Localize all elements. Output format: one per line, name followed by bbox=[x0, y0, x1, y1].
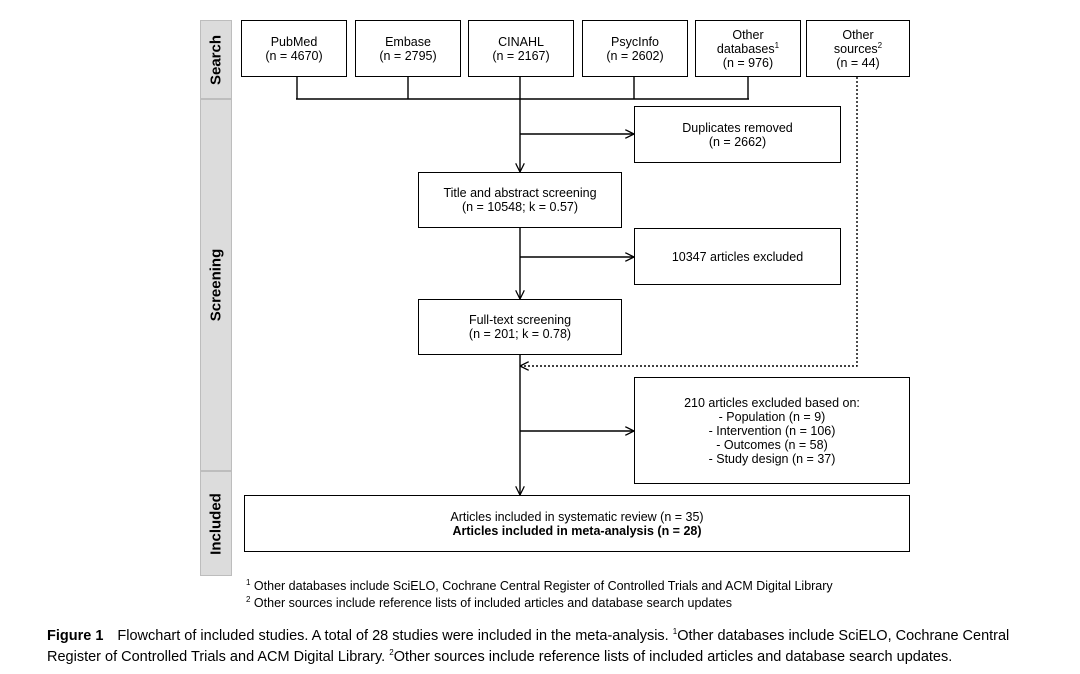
source-psycinfo-count: (n = 2602) bbox=[606, 48, 664, 63]
source-other-databases-box: Other databases1 (n = 976) bbox=[695, 20, 801, 77]
duplicates-removed-label: Duplicates removed bbox=[682, 120, 793, 135]
excluded-outcomes: - Outcomes (n = 58) bbox=[716, 437, 828, 452]
duplicates-removed-box: Duplicates removed (n = 2662) bbox=[634, 106, 841, 163]
source-other-databases-label: databases bbox=[716, 41, 775, 56]
source-other-databases-count: (n = 976) bbox=[722, 55, 774, 70]
figure-label: Figure 1 bbox=[47, 628, 104, 644]
included-systematic-review: Articles included in systematic review (… bbox=[450, 509, 704, 524]
excluded-title-abstract-label: 10347 articles excluded bbox=[671, 249, 804, 264]
source-other-databases-line1: Other bbox=[732, 27, 764, 42]
phase-search: Search bbox=[200, 20, 232, 99]
caption-text-b: Other databases include SciELO, Cochrane… bbox=[47, 628, 1010, 665]
title-abstract-screening-label: Title and abstract screening bbox=[443, 186, 597, 200]
caption-text-a: Flowchart of included studies. A total o… bbox=[117, 628, 673, 644]
footnote-1-text: Other databases include SciELO, Cochrane… bbox=[250, 579, 833, 593]
other-sources-dotted-path bbox=[520, 77, 858, 366]
fulltext-screening-box: Full-text screening (n = 201; k = 0.78) bbox=[418, 299, 622, 355]
phase-screening: Screening bbox=[200, 99, 232, 471]
source-embase-count: (n = 2795) bbox=[379, 48, 437, 63]
source-other-sources-label: sources bbox=[833, 41, 878, 56]
source-other-sources-line2: sources2 bbox=[833, 40, 883, 56]
included-meta-analysis: Articles included in meta-analysis (n = … bbox=[452, 523, 702, 538]
fulltext-screening-count: (n = 201; k = 0.78) bbox=[468, 327, 572, 341]
source-other-sources-count: (n = 44) bbox=[836, 55, 880, 70]
source-psycinfo-box: PsycInfo (n = 2602) bbox=[582, 20, 688, 77]
source-other-sources-box: Other sources2 (n = 44) bbox=[806, 20, 910, 77]
figure-caption: Figure 1 Flowchart of included studies. A… bbox=[47, 626, 1067, 668]
caption-marker-1: 1 bbox=[672, 627, 678, 637]
title-abstract-screening-box: Title and abstract screening (n = 10548;… bbox=[418, 172, 622, 228]
footnote-1-marker: 1 bbox=[246, 577, 251, 587]
source-cinahl-name: CINAHL bbox=[498, 34, 544, 49]
fulltext-screening-label: Full-text screening bbox=[468, 313, 572, 327]
source-cinahl-count: (n = 2167) bbox=[492, 48, 550, 63]
source-other-sources-line1: Other bbox=[842, 27, 874, 42]
excluded-intervention: - Intervention (n = 106) bbox=[708, 423, 836, 438]
source-cinahl-box: CINAHL (n = 2167) bbox=[468, 20, 574, 77]
source-embase-box: Embase (n = 2795) bbox=[355, 20, 461, 77]
title-abstract-screening-count: (n = 10548; k = 0.57) bbox=[461, 200, 579, 214]
footnote-2-text: Other sources include reference lists of… bbox=[250, 596, 732, 610]
excluded-fulltext-heading: 210 articles excluded based on: bbox=[684, 395, 860, 410]
caption-text-c: Other sources include reference lists of… bbox=[393, 649, 953, 665]
excluded-study-design: - Study design (n = 37) bbox=[708, 451, 836, 466]
excluded-fulltext-box: 210 articles excluded based on: - Popula… bbox=[634, 377, 910, 484]
source-other-databases-line2: databases1 bbox=[716, 40, 780, 56]
phase-included: Included bbox=[200, 471, 232, 576]
caption-marker-2: 2 bbox=[389, 648, 394, 658]
footnote-1: 1 Other databases include SciELO, Cochra… bbox=[246, 577, 833, 593]
source-pubmed-name: PubMed bbox=[270, 34, 318, 49]
footnote-marker-1: 1 bbox=[774, 40, 780, 50]
source-psycinfo-name: PsycInfo bbox=[611, 34, 659, 49]
excluded-population: - Population (n = 9) bbox=[718, 409, 826, 424]
source-pubmed-box: PubMed (n = 4670) bbox=[241, 20, 347, 77]
source-embase-name: Embase bbox=[385, 34, 431, 49]
source-pubmed-count: (n = 4670) bbox=[265, 48, 323, 63]
included-articles-box: Articles included in systematic review (… bbox=[244, 495, 910, 552]
footnote-2-marker: 2 bbox=[246, 594, 251, 604]
footnote-marker-2: 2 bbox=[877, 40, 883, 50]
duplicates-removed-count: (n = 2662) bbox=[708, 134, 767, 149]
excluded-title-abstract-box: 10347 articles excluded bbox=[634, 228, 841, 285]
footnote-2: 2 Other sources include reference lists … bbox=[246, 594, 732, 610]
